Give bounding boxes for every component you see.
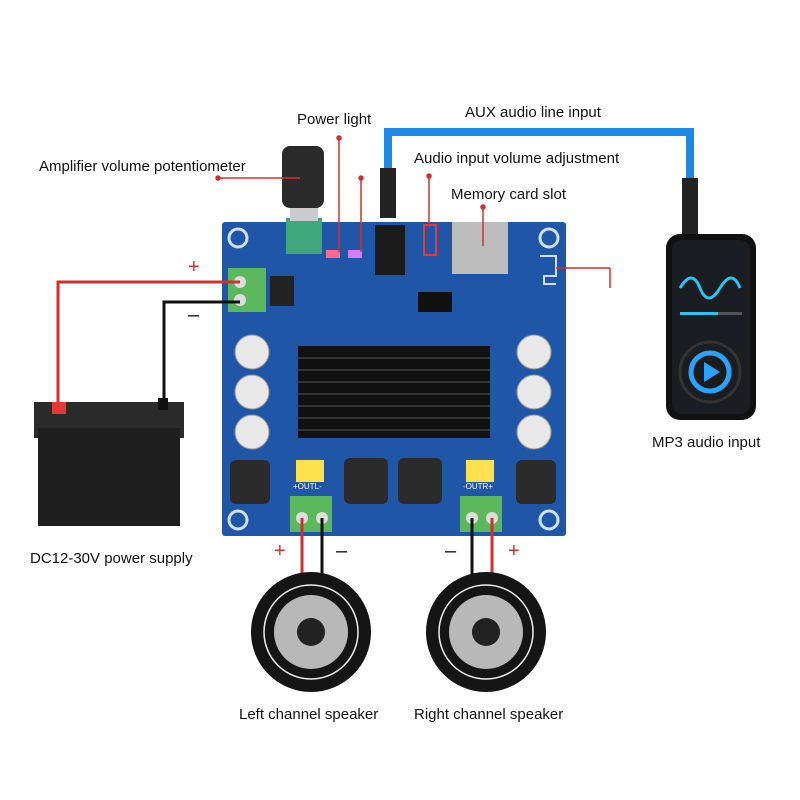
aux-plug-board	[380, 168, 396, 218]
label-amp-volume-pot: Amplifier volume potentiometer	[39, 158, 246, 175]
mount-hole	[538, 227, 560, 249]
capacitor	[234, 334, 270, 370]
pot-knob	[282, 146, 324, 208]
jumper-right	[466, 460, 494, 482]
capacitor	[234, 414, 270, 450]
label-power-light: Power light	[297, 111, 372, 128]
capacitor	[516, 374, 552, 410]
mount-hole	[538, 509, 560, 531]
mount-hole	[227, 509, 249, 531]
input-volume-header	[423, 224, 437, 256]
battery	[34, 398, 184, 526]
callout-lines	[215, 135, 611, 288]
label-power-supply: DC12-30V power supply	[30, 550, 193, 567]
power-terminal	[228, 268, 266, 312]
polarity-minus-left: –	[336, 540, 348, 562]
label-mp3-input: MP3 audio input	[652, 434, 761, 451]
bluetooth-antenna	[540, 255, 557, 285]
left-speaker	[251, 572, 371, 692]
polarity-minus-power: –	[188, 304, 200, 326]
capacitor	[516, 414, 552, 450]
heatsink	[298, 346, 490, 438]
label-memory-card-slot: Memory card slot	[451, 186, 567, 203]
polarity-plus-left: +	[274, 540, 286, 562]
polarity-plus-power: +	[188, 256, 200, 278]
mount-hole	[227, 227, 249, 249]
inductor	[230, 460, 270, 504]
amplifier-board	[222, 146, 566, 536]
regulator	[270, 276, 294, 306]
board-out-right: -OUTR+	[463, 482, 493, 491]
label-aux-input: AUX audio line input	[465, 104, 601, 121]
label-left-speaker: Left channel speaker	[239, 706, 379, 723]
board-out-left: +OUTL-	[293, 482, 322, 491]
right-speaker	[426, 572, 546, 692]
inductor	[398, 458, 442, 504]
inductor	[344, 458, 388, 504]
polarity-plus-right: +	[508, 540, 520, 562]
jumper-left	[296, 460, 324, 482]
positive-wire	[56, 280, 240, 412]
play-icon	[704, 362, 720, 382]
label-audio-input-volume: Audio input volume adjustment	[414, 150, 620, 167]
aux-plug-phone	[682, 178, 698, 234]
negative-wire	[162, 300, 240, 404]
status-led	[348, 250, 362, 258]
aux-cable	[384, 128, 694, 180]
ic-chip	[418, 292, 452, 312]
pot-shaft	[290, 205, 318, 221]
memory-card-slot	[452, 222, 508, 274]
audio-jack	[375, 225, 405, 275]
volume-pot-base	[286, 218, 322, 254]
mp3-player	[666, 234, 756, 420]
label-right-speaker: Right channel speaker	[414, 706, 564, 723]
inductor	[516, 460, 556, 504]
capacitor	[516, 334, 552, 370]
power-led	[326, 250, 340, 258]
capacitor	[234, 374, 270, 410]
polarity-minus-right: –	[445, 540, 457, 562]
